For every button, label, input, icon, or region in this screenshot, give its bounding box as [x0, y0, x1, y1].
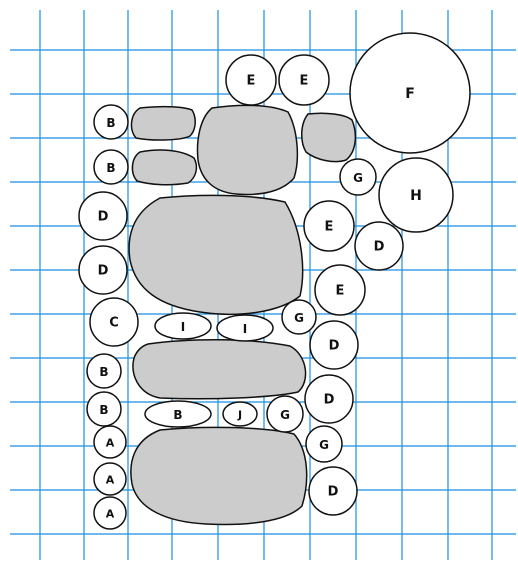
marker-b5: B — [145, 401, 211, 427]
marker-e3: E — [304, 201, 354, 251]
marker-g3: G — [267, 396, 303, 432]
shaded-region-small-top — [131, 107, 195, 140]
marker-e4: E — [315, 265, 365, 315]
marker-label: I — [243, 322, 247, 336]
marker-label: D — [328, 485, 339, 500]
shaded-region-middle-band — [133, 340, 306, 399]
marker-label: E — [300, 74, 309, 89]
marker-label: G — [353, 171, 363, 185]
marker-label: A — [106, 508, 115, 521]
marker-label: H — [410, 188, 422, 204]
shaded-region-small-middle — [132, 150, 196, 185]
marker-d4: D — [310, 321, 358, 369]
marker-label: E — [247, 74, 256, 89]
marker-label: C — [109, 316, 119, 331]
marker-j: J — [223, 402, 257, 426]
marker-a3: A — [94, 497, 126, 529]
marker-i1: I — [155, 313, 211, 339]
marker-label: A — [106, 474, 115, 487]
marker-label: D — [329, 339, 340, 354]
marker-label: G — [280, 408, 290, 422]
marker-d3: D — [79, 246, 127, 294]
marker-d2: D — [355, 222, 403, 270]
marker-i2: I — [217, 315, 273, 341]
marker-f: F — [350, 33, 470, 153]
marker-label: D — [324, 393, 335, 408]
marker-label: D — [98, 210, 109, 225]
marker-c: C — [90, 298, 138, 346]
marker-b4: B — [87, 392, 121, 426]
marker-label: A — [106, 437, 115, 450]
marker-label: G — [319, 438, 329, 452]
marker-label: B — [106, 116, 115, 130]
marker-label: F — [405, 86, 415, 102]
marker-d5: D — [305, 375, 353, 423]
marker-label: B — [99, 365, 108, 379]
marker-label: I — [181, 320, 185, 334]
marker-d6: D — [309, 467, 357, 515]
marker-h: H — [379, 158, 453, 232]
marker-label: B — [99, 403, 108, 417]
marker-label: G — [294, 311, 304, 325]
marker-b3: B — [87, 354, 121, 388]
marker-g1: G — [340, 159, 376, 195]
marker-label: B — [173, 408, 182, 422]
marker-e1: E — [226, 55, 276, 105]
marker-b1: B — [94, 105, 128, 139]
marker-label: D — [98, 264, 109, 279]
marker-g4: G — [306, 426, 342, 462]
marker-a1: A — [94, 426, 126, 458]
marker-label: E — [325, 220, 334, 235]
marker-g2: G — [282, 300, 316, 334]
marker-label: E — [336, 284, 345, 299]
marker-e2: E — [279, 55, 329, 105]
marker-label: J — [237, 409, 242, 422]
shaded-region-large-upper — [129, 195, 303, 314]
marker-a2: A — [94, 463, 126, 495]
shaded-region-large-lower — [131, 427, 307, 524]
marker-d1: D — [79, 192, 127, 240]
marker-b2: B — [94, 150, 128, 184]
marker-label: B — [106, 161, 115, 175]
marker-label: D — [374, 240, 385, 255]
shaded-region-top-center — [198, 105, 298, 194]
shaded-region-right — [302, 113, 356, 161]
